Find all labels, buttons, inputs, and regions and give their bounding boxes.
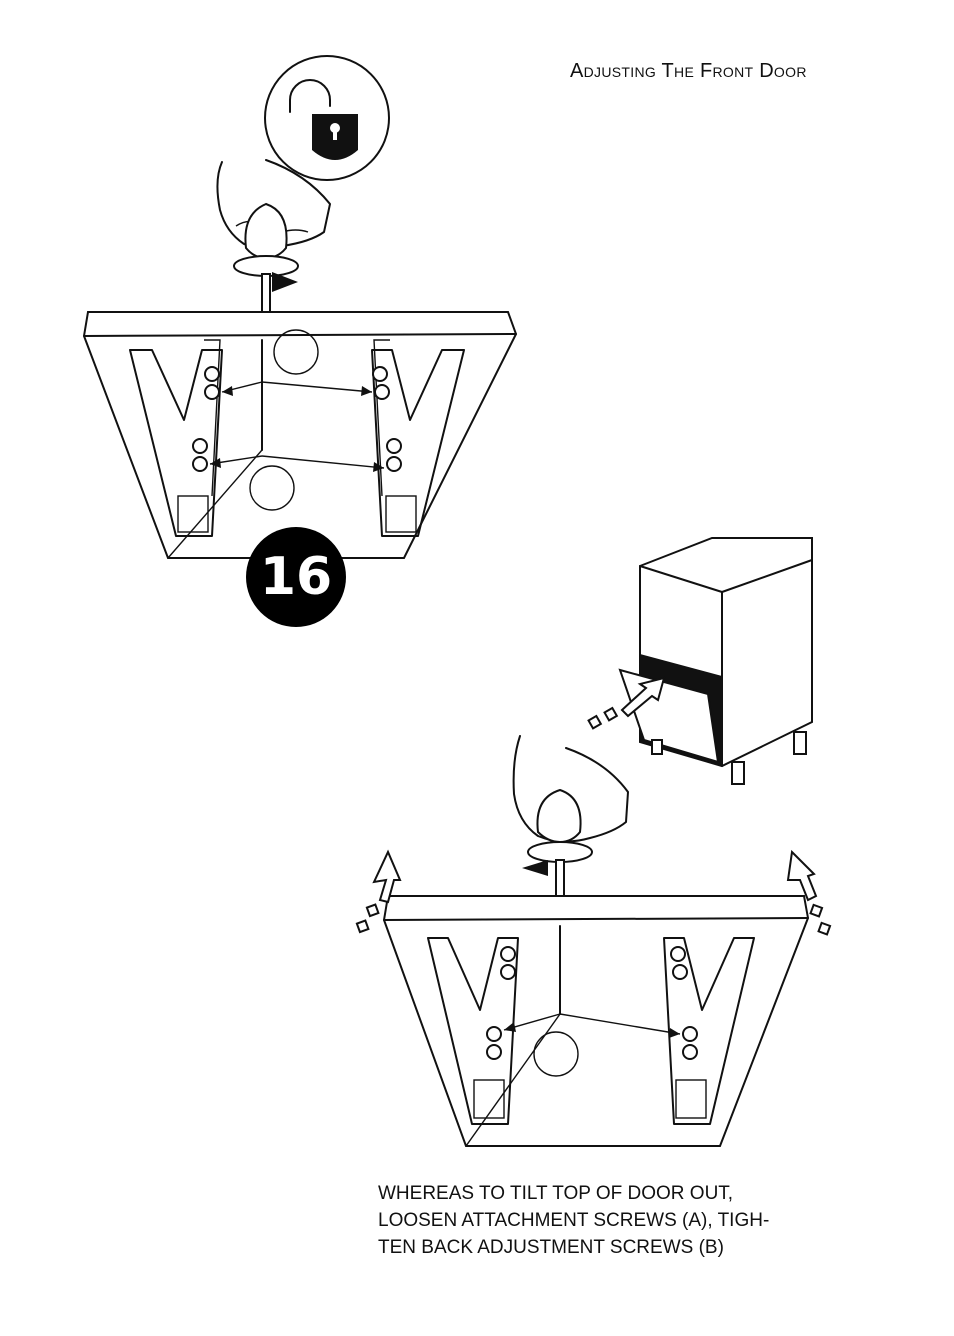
cabinet-icon [618, 537, 813, 785]
unlock-icon [264, 55, 390, 181]
instruction-text: WHEREAS TO TILT TOP OF DOOR OUT, LOOSEN … [378, 1183, 770, 1258]
door-panel-bottom [382, 895, 810, 1147]
arrow-icon [355, 849, 402, 934]
door-panel-top [82, 311, 518, 559]
page-title: Adjusting The Front Door [570, 60, 807, 82]
arrow-icon [587, 676, 666, 730]
step-number-badge: 16 [246, 527, 346, 627]
screwdriver-icon [233, 202, 299, 341]
arrow-icon [786, 849, 832, 936]
